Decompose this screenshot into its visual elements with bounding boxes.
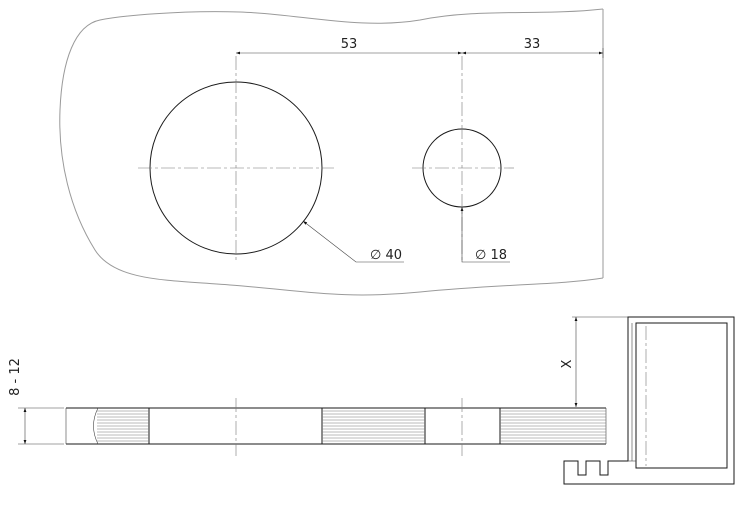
side-view: 8 - 12 X [8,316,735,485]
leader-large-hole [302,220,404,263]
small-hole-diameter-label: ∅ 18 [475,248,507,263]
top-view: 53 33 ∅ 40 ∅ 18 [59,8,604,296]
hatch-section-3 [500,410,606,442]
panel-outline [59,8,604,296]
hatch-section-1 [97,410,149,442]
frame-profile [563,316,735,485]
dim-label-53: 53 [341,37,358,52]
large-hole-diameter-label: ∅ 40 [370,248,402,263]
profile-offset-label: X [560,359,575,368]
thickness-label: 8 - 12 [8,358,23,396]
plate-break-edge [93,407,99,445]
hatch-section-2 [322,410,425,442]
frame-inner-cavity [635,322,728,469]
leader-small-hole [460,207,510,263]
dim-label-33: 33 [524,37,541,52]
